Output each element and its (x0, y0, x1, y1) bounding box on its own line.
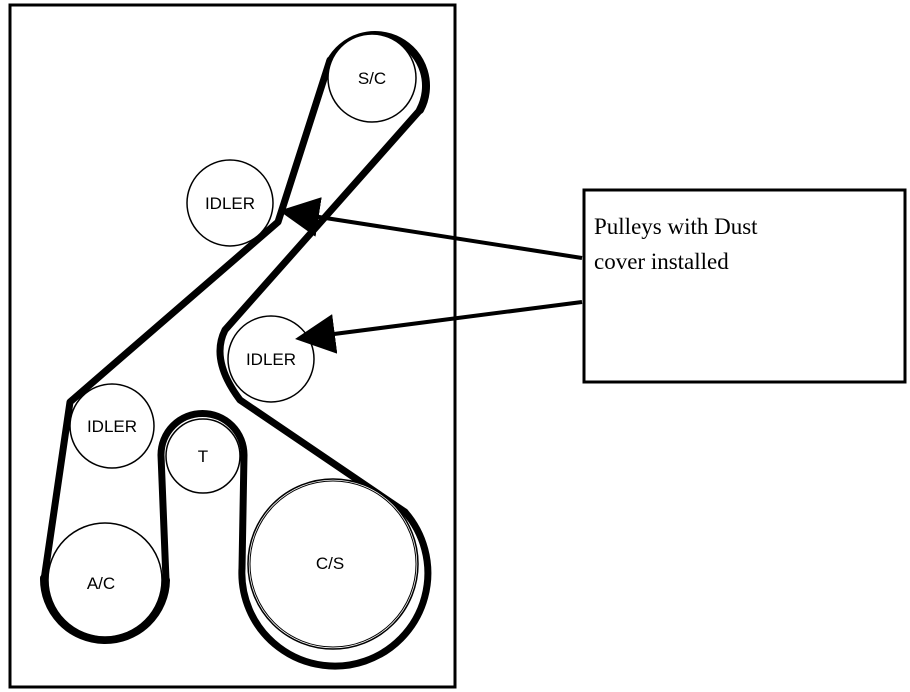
pulley-idler-top-label: IDLER (205, 194, 255, 213)
pulley-ac: A/C (47, 522, 163, 638)
callout-line-2: cover installed (594, 249, 729, 274)
serpentine-belt-left (40, 56, 334, 584)
diagram-frame (8, 3, 457, 689)
pulley-idler-top: IDLER (186, 159, 274, 247)
serpentine-belt-cs-wrap (238, 508, 432, 670)
pulley-tensioner-label: T (198, 447, 208, 466)
pulley-cs-label: C/S (316, 554, 344, 573)
callout-arrow-top (279, 197, 583, 260)
pulley-tensioner: T (165, 418, 241, 494)
pulley-sc-label: S/C (358, 69, 386, 88)
serpentine-belt-tensioner-wrap (157, 410, 248, 584)
pulley-cs: C/S (247, 478, 419, 650)
serpentine-belt-ac-wrap (39, 574, 170, 644)
pulley-idler-mid: IDLER (227, 315, 315, 403)
pulley-idler-left-label: IDLER (87, 417, 137, 436)
pulley-idler-mid-label: IDLER (246, 350, 296, 369)
serpentine-belt-right (216, 106, 424, 516)
pulley-idler-left: IDLER (69, 383, 155, 469)
pulley-sc: S/C (327, 33, 417, 123)
callout-arrow-bottom (295, 300, 583, 354)
pulley-ac-label: A/C (87, 574, 115, 593)
callout-line-1: Pulleys with Dust (594, 214, 758, 239)
callout-box: Pulleys with Dust cover installed (582, 188, 907, 384)
